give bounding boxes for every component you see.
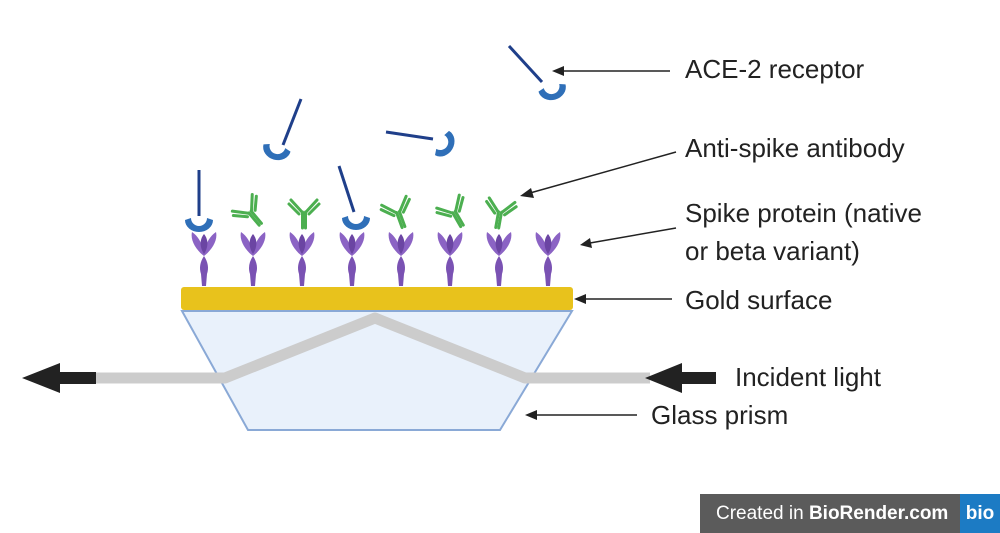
spike-protein-icon — [191, 232, 217, 286]
spike-protein-label-line2: or beta variant) — [685, 236, 860, 266]
gold-surface-label: Gold surface — [685, 285, 832, 315]
biorender-logo-icon: bio — [960, 494, 1000, 533]
spike-protein-icon — [388, 232, 414, 286]
ace2-receptor-icon — [260, 142, 292, 164]
spike-protein-icon — [437, 232, 463, 286]
spike-protein-icon — [486, 232, 512, 286]
glass-prism — [180, 310, 574, 431]
spike-protein-icon — [535, 232, 561, 286]
anti-spike-antibody-label: Anti-spike antibody — [685, 133, 905, 163]
antibody-icon — [229, 191, 274, 236]
callout-arrows — [520, 66, 677, 420]
watermark-brand: BioRender.com — [808, 502, 949, 524]
antibody-icon — [433, 192, 477, 235]
glass-prism-label: Glass prism — [651, 400, 788, 430]
incident-light-label: Incident light — [735, 362, 882, 392]
spike-protein-icon — [289, 232, 315, 286]
antibody-icon — [378, 194, 420, 234]
ace2-receptor-icon — [433, 129, 460, 162]
spike-protein-icon — [339, 232, 365, 286]
light-path — [92, 312, 650, 384]
ace2-receptor-label: ACE-2 receptor — [685, 54, 865, 84]
bound-receptors — [185, 165, 370, 232]
spike-protein-label-line1: Spike protein (native — [685, 198, 922, 228]
free-receptors — [260, 44, 569, 164]
ace2-receptor-icon — [185, 218, 213, 232]
antibody-icon — [287, 198, 321, 230]
ace2-receptor-icon — [537, 82, 569, 104]
ace2-receptor-icon — [342, 216, 370, 230]
outgoing-light-arrowhead — [22, 363, 96, 393]
antibody-icon — [480, 196, 519, 232]
spike-protein-icon — [240, 232, 266, 286]
gold-surface — [181, 287, 573, 310]
spike-protein-row — [191, 232, 561, 286]
watermark-created: Created in — [716, 502, 809, 524]
biorender-watermark: Created in BioRender.com bio — [700, 494, 1000, 533]
watermark-text: Created in BioRender.com — [700, 503, 960, 525]
antibody-row — [229, 191, 519, 236]
incident-light-arrowhead — [645, 363, 716, 393]
